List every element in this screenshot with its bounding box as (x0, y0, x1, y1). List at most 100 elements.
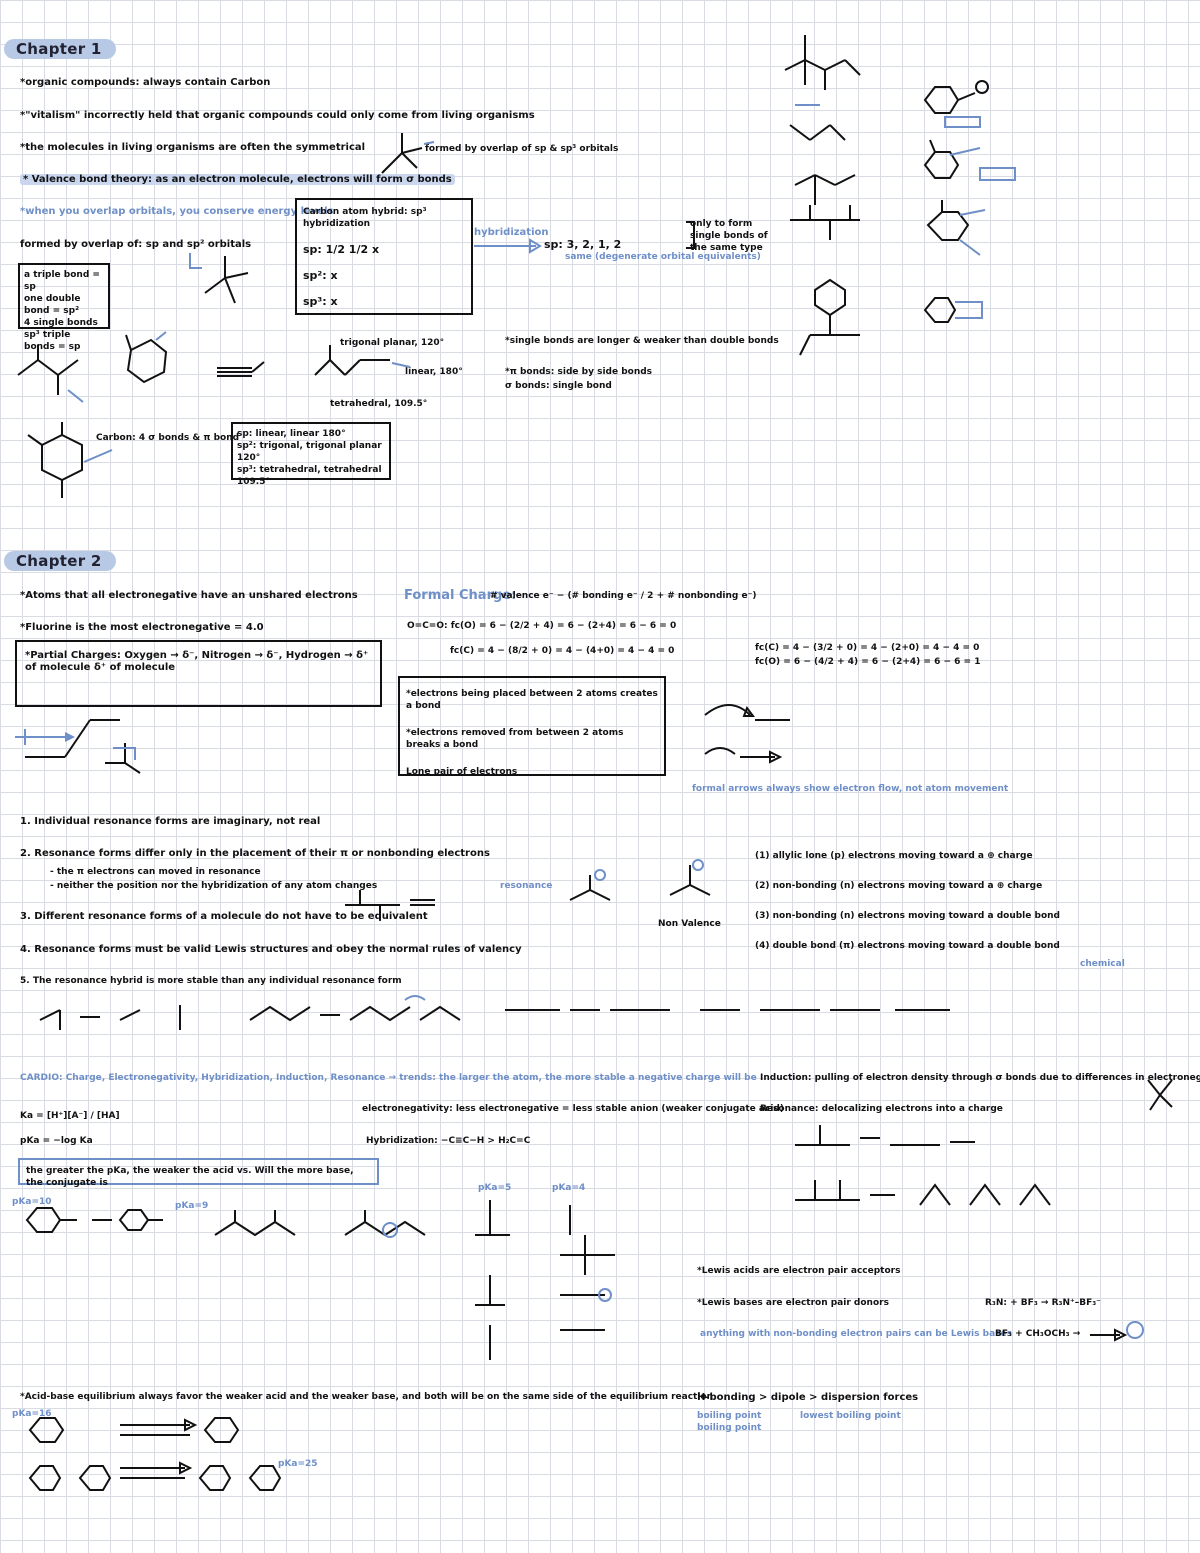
bond-type-3: 4 single bonds (24, 318, 98, 328)
cyclohexane-substituted (926, 200, 986, 256)
resonance-sketch-right-2 (795, 1180, 1051, 1206)
arrow-rule-1: *electrons being placed between 2 atoms … (406, 689, 658, 711)
fc-example-2: fc(C) = 4 − (8/2 + 0) = 4 − (4+0) = 4 − … (450, 646, 675, 656)
overlap-label: formed by overlap of sp & sp³ orbitals (425, 144, 619, 154)
equilibrium-sketch-1 (28, 1417, 240, 1443)
resonance-sketch-right-1 (795, 1125, 975, 1146)
lewis-note: anything with non-bonding electron pairs… (700, 1329, 1012, 1339)
resonance-rule-2a: - the π electrons can moved in resonance (50, 867, 261, 877)
hybrid-row-sp2: sp²: x (303, 269, 338, 282)
h-bonding-line: H-bonding > dipole > dispersion forces (697, 1392, 919, 1403)
resonance-pattern-3: (3) non-bonding (n) electrons moving tow… (755, 911, 1060, 921)
hybrid-row-sp3: sp³: x (303, 295, 338, 308)
hybridization-label: hybridization (474, 227, 549, 238)
formal-charge-label: Formal Charge: (404, 588, 517, 603)
bond-type-2: one double bond = sp² (24, 294, 81, 316)
arrow-pushing-1 (704, 704, 790, 721)
resonance-pattern-1: (1) allylic lone (p) electrons moving to… (755, 851, 1033, 861)
formal-arrow-note: formal arrows always show electron flow,… (692, 784, 1009, 794)
sp3-carbon-structure (189, 253, 249, 304)
geometry-sp: sp: linear, linear 180° (237, 429, 346, 439)
arrow-rules-box: *electrons being placed between 2 atoms … (398, 676, 666, 777)
resonance-label: resonance (500, 881, 553, 891)
lewis-example: R₃N: + BF₃ → R₃N⁺–BF₃⁻ (985, 1298, 1101, 1308)
resonance-rule-4: 4. Resonance forms must be valid Lewis s… (20, 944, 522, 955)
h-bonding-sub-1: boiling point (697, 1411, 762, 1421)
carbon-label: Carbon: 4 σ bonds & π bond (96, 433, 240, 443)
partial-charges-text: *Partial Charges: Oxygen → δ⁻, Nitrogen … (25, 650, 369, 673)
ch1-line-6: formed by overlap of: sp and sp² orbital… (20, 239, 252, 250)
allylic-resonance-sketch (249, 995, 461, 1022)
tetrahedral-sketch-right (1147, 1079, 1173, 1111)
alkyne-sketch (217, 361, 265, 377)
carbocation-sketch (569, 869, 611, 901)
ch2-line-1: *Atoms that all electronegative have an … (20, 590, 358, 601)
pka-box: the greater the pKa, the weaker the acid… (18, 1158, 379, 1188)
chain-structure-3 (794, 174, 856, 205)
electronegativity-line: electronegativity: less electronegative … (362, 1104, 784, 1114)
hybridization-line: Hybridization: −C≡C−H > H₂C=C (366, 1136, 531, 1146)
chain-structure-2 (789, 104, 846, 141)
angle-label-1: trigonal planar, 120° (340, 338, 445, 348)
pka-label-4: pKa=4 (552, 1183, 586, 1193)
hybridization-box: Carbon atom hybrid: sp³ hybridization sp… (295, 198, 473, 315)
resonance-rule-2b: - neither the position nor the hybridiza… (50, 881, 378, 891)
chemical-label: chemical (1080, 959, 1125, 969)
geometry-sp2: sp²: trigonal, trigonal planar 120° (237, 441, 382, 463)
ring-chain-structure (799, 278, 860, 356)
ch1-note-3: σ bonds: single bond (505, 381, 612, 391)
fc-example-1: O=C=O: fc(O) = 6 − (2/2 + 4) = 6 − (2+4)… (407, 621, 677, 631)
resonance-line: Resonance: delocalizing electrons into a… (760, 1104, 1003, 1114)
pka-box-text: the greater the pKa, the weaker the acid… (26, 1166, 354, 1188)
angle-label-3: tetrahedral, 109.5° (330, 399, 428, 409)
pka-label-2: pKa=9 (175, 1201, 209, 1211)
polar-molecule-sketch (105, 743, 141, 774)
enolate-resonance-sketch (505, 1009, 950, 1011)
equilibrium-sketch-2 (28, 1461, 282, 1491)
ch1-line-4: * Valence bond theory: as an electron mo… (20, 173, 455, 186)
pka-label-1: pKa=10 (12, 1197, 52, 1207)
diketone-sketch (214, 1210, 296, 1237)
ka-expression: Ka = [H⁺][A⁻] / [HA] (20, 1111, 120, 1121)
non-valence-label: Non Valence (658, 919, 721, 929)
induction-line: Induction: pulling of electron density t… (760, 1073, 1200, 1083)
h-bonding-sub-3: lowest boiling point (800, 1411, 901, 1421)
arrow-rule-2: *electrons removed from between 2 atoms … (406, 728, 624, 750)
hybrid-box-title: Carbon atom hybrid: sp³ hybridization (303, 207, 427, 229)
lewis-example-2: BF₃ + CH₃OCH₃ → (995, 1329, 1081, 1339)
bond-type-4: sp³ triple bonds = sp (24, 330, 81, 352)
sp-values: sp: 3, 2, 1, 2 (544, 238, 622, 251)
fc-example-4: fc(O) = 6 − (4/2 + 4) = 6 − (2+4) = 6 − … (755, 657, 981, 667)
arrow-rule-3: Lone pair of electrons (406, 767, 518, 777)
equilibrium-note: *Acid-base equilibrium always favor the … (20, 1392, 714, 1402)
arrow-pushing-2 (704, 747, 783, 764)
partial-charges-box: *Partial Charges: Oxygen → δ⁻, Nitrogen … (15, 640, 382, 707)
acid-series-sketch (475, 1200, 510, 1360)
benzene-ketone (923, 80, 989, 128)
degenerate-note: same (degenerate orbital equivalents) (565, 252, 761, 262)
non-valence-sketch (669, 859, 711, 896)
geometry-box: sp: linear, linear 180° sp²: trigonal, t… (231, 422, 391, 487)
tetrahedral-structure (381, 133, 435, 174)
lewis-adduct-sketch (1090, 1321, 1144, 1342)
pka-expression: pKa = −log Ka (20, 1136, 93, 1146)
benzene-sketch (27, 422, 113, 498)
dipole-arrow-sketch (15, 719, 120, 758)
ch1-line-3: *the molecules in living organisms are o… (20, 142, 366, 153)
bond-type-1: a triple bond = sp (24, 270, 100, 292)
resonance-rule-5: 5. The resonance hybrid is more stable t… (20, 976, 402, 986)
ch2-line-2: *Fluorine is the most electronegative = … (20, 622, 264, 633)
h-bonding-sub-2: boiling point (697, 1423, 762, 1433)
resonance-rule-1: 1. Individual resonance forms are imagin… (20, 816, 321, 827)
cardio-line: CARDIO: Charge, Electronegativity, Hybri… (20, 1073, 757, 1083)
hybrid-row-sp: sp: 1/2 1/2 x (303, 243, 380, 256)
resonance-pattern-2: (2) non-bonding (n) electrons moving tow… (755, 881, 1043, 891)
fc-example-3: fc(C) = 4 − (3/2 + 0) = 4 − (2+0) = 4 − … (755, 643, 980, 653)
chain-structure-4 (790, 205, 860, 240)
bond-types-box: a triple bond = sp one double bond = sp²… (18, 263, 110, 352)
benzene-substituted (923, 139, 1016, 181)
resonance-pattern-4: (4) double bond (π) electrons moving tow… (755, 941, 1060, 951)
ch1-note-1: *single bonds are longer & weaker than d… (505, 336, 779, 346)
chapter-1-header: Chapter 1 (4, 39, 116, 59)
ch1-note-2: *π bonds: side by side bonds (505, 367, 653, 377)
